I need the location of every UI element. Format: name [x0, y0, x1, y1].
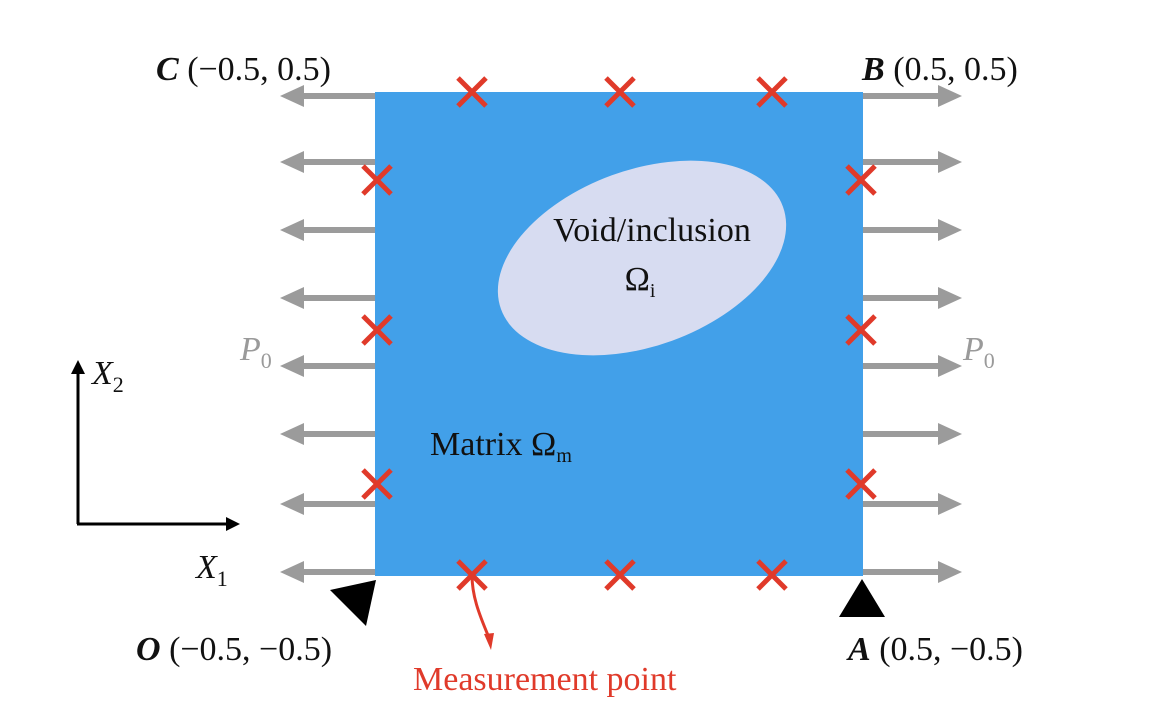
- roller-support-A: [839, 579, 885, 617]
- load-arrow-left-head: [280, 423, 304, 445]
- load-arrow-left-head: [280, 219, 304, 241]
- x1-axis-label: X1: [194, 549, 228, 591]
- load-arrow-left-head: [280, 561, 304, 583]
- measurement-point-label: Measurement point: [413, 661, 677, 698]
- load-arrow-left-head: [280, 151, 304, 173]
- inclusion-label: Void/inclusion: [553, 212, 751, 249]
- load-arrow-right-head: [938, 493, 962, 515]
- measurement-marker: [456, 76, 488, 108]
- pin-support-O: [330, 580, 376, 626]
- measurement-marker: [604, 559, 636, 591]
- matrix-label: Matrix Ωm: [430, 426, 572, 467]
- load-label-right: P0: [962, 331, 995, 373]
- measurement-pointer-line: [470, 574, 492, 641]
- measurement-marker: [604, 76, 636, 108]
- corner-label-C: C (−0.5, 0.5): [156, 51, 331, 88]
- measurement-marker: [845, 164, 877, 196]
- load-arrow-left-head: [280, 85, 304, 107]
- load-arrow-left-head: [280, 355, 304, 377]
- load-arrows-right: [863, 85, 962, 583]
- corner-label-A: A (0.5, −0.5): [846, 631, 1023, 668]
- measurement-marker: [756, 76, 788, 108]
- measurement-marker: [361, 314, 393, 346]
- corner-label-B: B (0.5, 0.5): [861, 51, 1018, 88]
- inclusion-symbol: Ωi: [625, 261, 656, 302]
- x2-axis-arrowhead: [71, 360, 85, 374]
- load-arrow-left-head: [280, 287, 304, 309]
- load-arrow-right-head: [938, 151, 962, 173]
- measurement-pointer-head: [484, 633, 494, 650]
- load-arrow-right-head: [938, 355, 962, 377]
- load-label-left: P0: [239, 331, 272, 373]
- measurement-marker: [845, 314, 877, 346]
- load-arrow-right-head: [938, 561, 962, 583]
- measurement-marker: [361, 164, 393, 196]
- x1-axis-arrowhead: [226, 517, 240, 531]
- x2-axis-label: X2: [90, 355, 124, 397]
- load-arrow-right-head: [938, 85, 962, 107]
- load-arrows-left: [280, 85, 375, 583]
- measurement-markers: [361, 76, 877, 591]
- load-arrow-right-head: [938, 219, 962, 241]
- load-arrow-right-head: [938, 287, 962, 309]
- corner-label-O: O (−0.5, −0.5): [136, 631, 332, 668]
- measurement-marker: [756, 559, 788, 591]
- load-arrow-right-head: [938, 423, 962, 445]
- load-arrow-left-head: [280, 493, 304, 515]
- measurement-marker: [845, 468, 877, 500]
- measurement-marker: [361, 468, 393, 500]
- inclusion-ellipse: [497, 160, 787, 356]
